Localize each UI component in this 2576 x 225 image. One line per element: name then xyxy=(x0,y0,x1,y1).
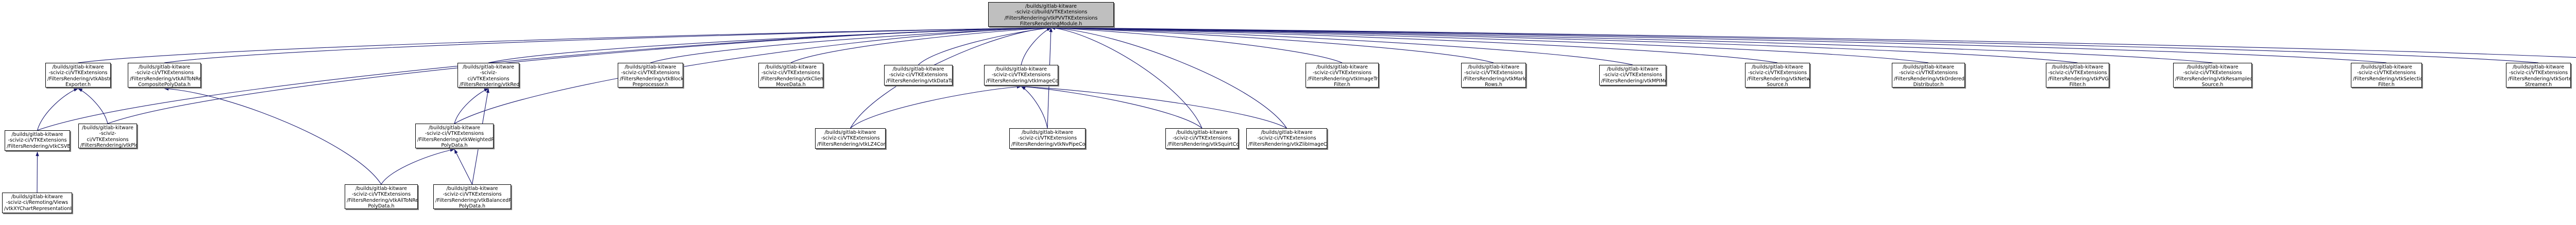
graph-edge xyxy=(650,26,1052,63)
graph-node-vtkmarkselectedrows[interactable]: /builds/gitlab-kitware -sciviz-ci/VTKExt… xyxy=(1461,63,1526,88)
graph-node-vtkplotlyjsonexporter[interactable]: /builds/gitlab-kitware -sciviz-ci/VTKExt… xyxy=(78,124,137,148)
graph-edge xyxy=(36,151,39,193)
graph-node-vtkabstractchartexporter[interactable]: /builds/gitlab-kitware -sciviz-ci/VTKExt… xyxy=(45,63,111,88)
graph-edge xyxy=(850,85,1022,129)
graph-edge xyxy=(790,26,1052,63)
graph-edge xyxy=(454,88,489,124)
graph-node-vtkzlibimagecompressor[interactable]: /builds/gitlab-kitware -sciviz-ci/VTKExt… xyxy=(1246,128,1327,149)
graph-node-vtkpvvtkextensionsfiltersrenderingmodule[interactable]: /builds/gitlab-kitware -sciviz-ci/build/… xyxy=(988,2,1114,27)
graph-edge xyxy=(1021,85,1202,129)
graph-node-vtkbalancedredistributepolydata[interactable]: /builds/gitlab-kitware -sciviz-ci/VTKExt… xyxy=(433,184,511,209)
graph-node-vtkresampledamrimagesource[interactable]: /builds/gitlab-kitware -sciviz-ci/VTKExt… xyxy=(2173,63,2252,88)
graph-edge xyxy=(78,26,1052,63)
graph-edge xyxy=(78,88,108,124)
graph-edge xyxy=(1050,26,2576,58)
graph-node-vtkclientservermovedata[interactable]: /builds/gitlab-kitware -sciviz-ci/VTKExt… xyxy=(758,63,823,88)
graph-node-vtkcsvexporter[interactable]: /builds/gitlab-kitware -sciviz-ci/VTKExt… xyxy=(5,130,70,151)
graph-edge xyxy=(1050,26,1343,63)
graph-node-vtknvpipecompressor[interactable]: /builds/gitlab-kitware -sciviz-ci/VTKExt… xyxy=(1009,128,1086,149)
graph-node-vtknetworkimagesource[interactable]: /builds/gitlab-kitware -sciviz-ci/VTKExt… xyxy=(1745,63,1810,88)
graph-edge xyxy=(1021,86,1048,129)
graph-edge xyxy=(1021,85,1287,129)
graph-edge xyxy=(454,149,472,185)
graph-edge xyxy=(1050,26,1633,65)
graph-node-vtkimagecompressor[interactable]: /builds/gitlab-kitware -sciviz-ci/VTKExt… xyxy=(984,65,1058,85)
graph-edge xyxy=(454,26,1052,124)
graph-node-vtkxychartrepresentationinternals[interactable]: /builds/gitlab-kitware -sciviz-ci/Remoti… xyxy=(2,193,72,213)
graph-edge xyxy=(1050,26,1494,63)
graph-node-vtkimagetransparencyfilter[interactable]: /builds/gitlab-kitware -sciviz-ci/VTKExt… xyxy=(1306,63,1379,88)
graph-edge xyxy=(381,148,455,185)
graph-node-vtkredistributepolydata[interactable]: /builds/gitlab-kitware -sciviz-ci/VTKExt… xyxy=(457,63,519,88)
graph-node-vtkblockdeliverypreprocessor[interactable]: /builds/gitlab-kitware -sciviz-ci/VTKExt… xyxy=(618,63,683,88)
graph-node-vtksquirtcompressor[interactable]: /builds/gitlab-kitware -sciviz-ci/VTKExt… xyxy=(1165,128,1239,149)
graph-edge xyxy=(488,26,1052,63)
graph-node-vtkalltonredistributecompositepolydata[interactable]: /builds/gitlab-kitware -sciviz-ci/VTKExt… xyxy=(128,63,201,88)
graph-edge xyxy=(1021,27,1052,65)
graph-edge xyxy=(1050,26,1929,63)
graph-node-vtkorderedcompositedistributor[interactable]: /builds/gitlab-kitware -sciviz-ci/VTKExt… xyxy=(1892,63,1965,88)
graph-edge xyxy=(1050,26,2539,63)
graph-node-vtkalltonredistributepolydata[interactable]: /builds/gitlab-kitware -sciviz-ci/VTKExt… xyxy=(345,184,418,209)
graph-node-vtkweightedredistributepolydata[interactable]: /builds/gitlab-kitware -sciviz-ci/VTKExt… xyxy=(415,124,494,148)
graph-edge xyxy=(1050,26,1778,63)
graph-edge xyxy=(918,26,1052,65)
graph-edge xyxy=(37,88,79,131)
graph-node-vtklz4compressor[interactable]: /builds/gitlab-kitware -sciviz-ci/VTKExt… xyxy=(815,128,886,149)
graph-edge xyxy=(164,26,1052,63)
graph-edge xyxy=(1050,26,2078,63)
graph-edge xyxy=(1050,26,2387,63)
graph-node-vtksortedtablestreamer[interactable]: /builds/gitlab-kitware -sciviz-ci/VTKExt… xyxy=(2506,63,2571,88)
graph-node-vtkselectiondeliveryfilter[interactable]: /builds/gitlab-kitware -sciviz-ci/VTKExt… xyxy=(2351,63,2422,88)
graph-edge xyxy=(1050,26,1287,129)
graph-node-vtkpvgeometryfilter[interactable]: /builds/gitlab-kitware -sciviz-ci/VTKExt… xyxy=(2046,63,2109,88)
graph-node-vtkdatatabulator[interactable]: /builds/gitlab-kitware -sciviz-ci/VTKExt… xyxy=(884,65,953,85)
graph-edge xyxy=(1050,26,2213,63)
graph-edge xyxy=(1050,26,1202,129)
graph-edge xyxy=(164,87,382,185)
graph-node-vtkmpimovedata[interactable]: /builds/gitlab-kitware -sciviz-ci/VTKExt… xyxy=(1599,65,1666,85)
